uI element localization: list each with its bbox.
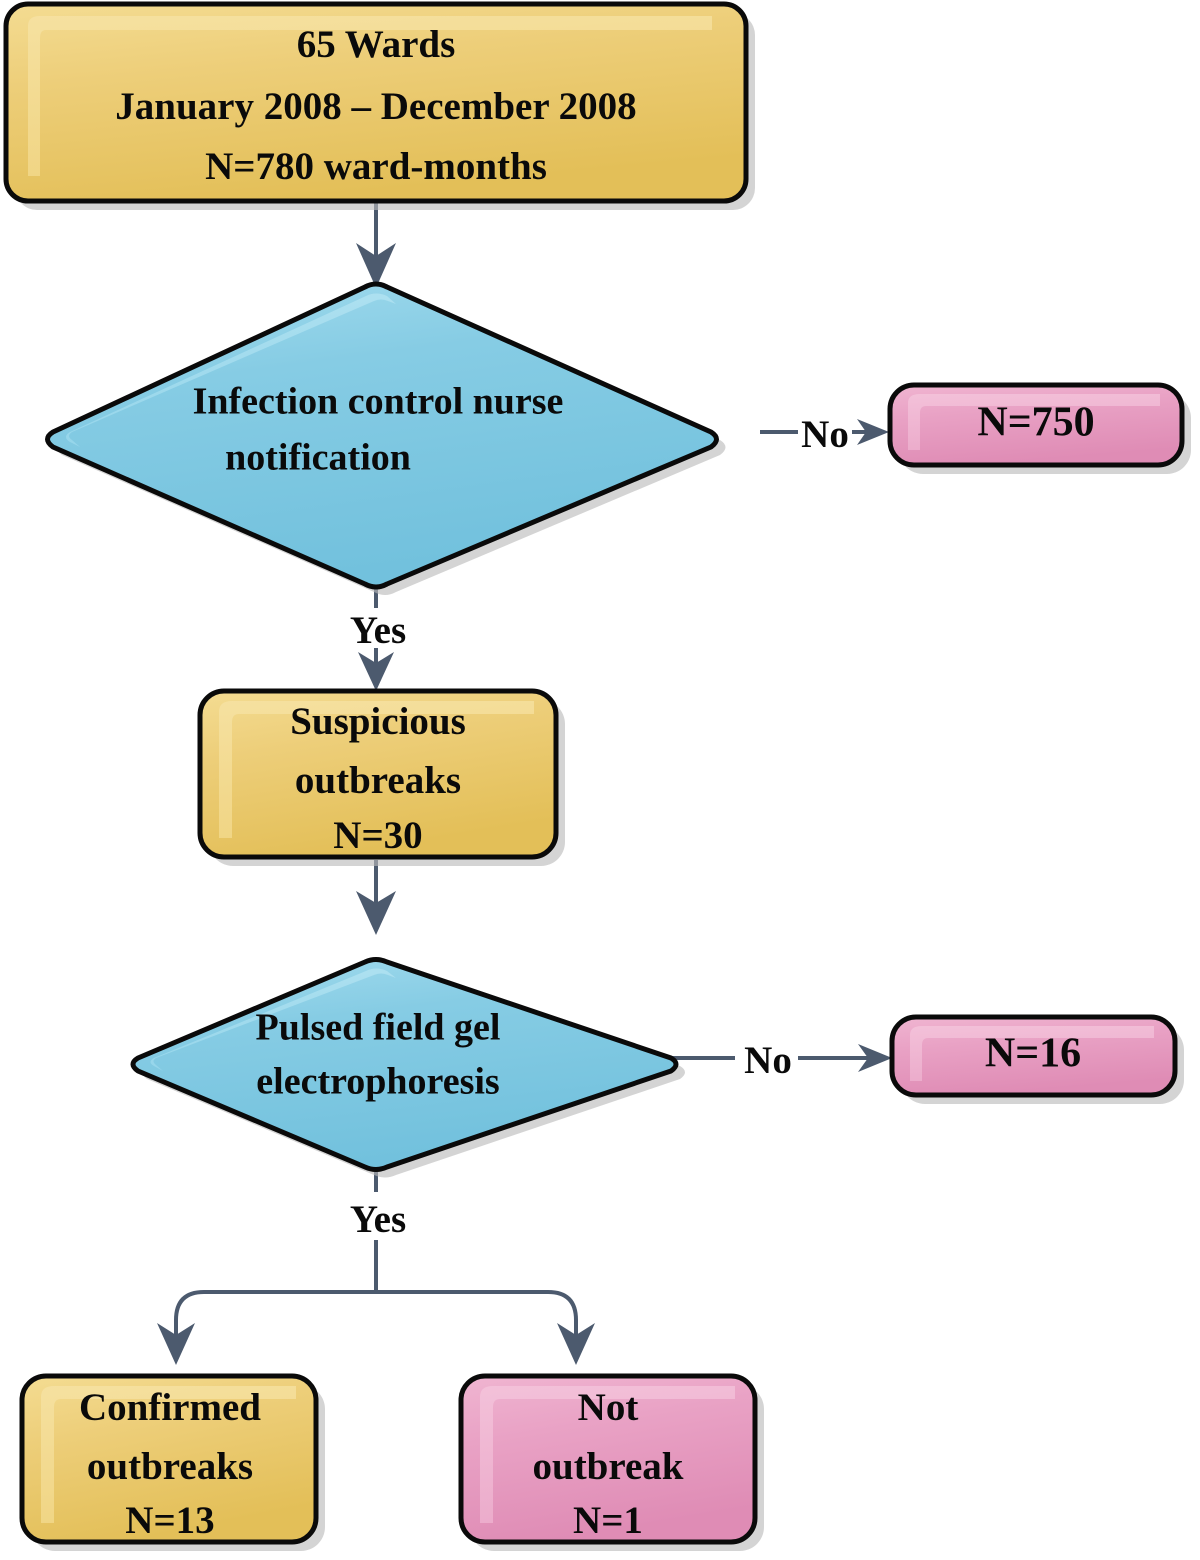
cohort-line-2: January 2008 – December 2008 xyxy=(115,85,636,128)
edge-label-yes-2: Yes xyxy=(350,1198,406,1241)
node-suspicious-outbreaks[interactable]: Suspicious outbreaks N=30 xyxy=(197,688,565,866)
no-pfge-count-value: N=16 xyxy=(985,1031,1081,1077)
suspicious-line-1: Suspicious xyxy=(290,700,466,743)
pfge-line-2: electrophoresis xyxy=(256,1061,499,1103)
confirmed-line-3: N=13 xyxy=(125,1499,214,1542)
suspicious-line-2: outbreaks xyxy=(295,759,461,802)
icn-line-2: notification xyxy=(225,437,411,479)
cohort-line-1: 65 Wards xyxy=(297,23,456,66)
edge-label-no-1: No xyxy=(801,413,849,456)
confirmed-line-2: outbreaks xyxy=(87,1445,253,1488)
node-pfge[interactable]: Pulsed field gel electrophoresis xyxy=(130,957,685,1178)
cohort-line-3: N=780 ward-months xyxy=(205,145,547,188)
not-outbreak-line-1: Not xyxy=(578,1386,639,1429)
node-confirmed-outbreaks[interactable]: Confirmed outbreaks N=13 xyxy=(19,1373,325,1551)
edge-label-no-2: No xyxy=(744,1039,792,1082)
connector-suspicious-to-pfge xyxy=(356,860,396,935)
connector-icn-no xyxy=(760,419,889,445)
suspicious-line-3: N=30 xyxy=(333,814,422,857)
node-no-pfge-count[interactable]: N=16 xyxy=(889,1014,1184,1104)
confirmed-line-1: Confirmed xyxy=(79,1386,261,1429)
node-cohort[interactable]: 65 Wards January 2008 – December 2008 N=… xyxy=(3,1,755,210)
not-outbreak-line-3: N=1 xyxy=(573,1499,643,1542)
connector-pfge-no xyxy=(671,1044,892,1072)
node-no-notification-count[interactable]: N=750 xyxy=(887,382,1191,474)
no-notification-count-value: N=750 xyxy=(977,400,1094,446)
pfge-line-1: Pulsed field gel xyxy=(256,1007,501,1049)
connector-pfge-yes xyxy=(157,1160,595,1365)
icn-line-1: Infection control nurse xyxy=(193,381,564,423)
not-outbreak-line-2: outbreak xyxy=(533,1445,684,1488)
node-icn-notification[interactable]: Infection control nurse notification xyxy=(45,281,726,595)
node-not-outbreak[interactable]: Not outbreak N=1 xyxy=(458,1373,764,1551)
edge-label-yes-1: Yes xyxy=(350,609,406,652)
connector-cohort-to-icn xyxy=(356,200,396,288)
